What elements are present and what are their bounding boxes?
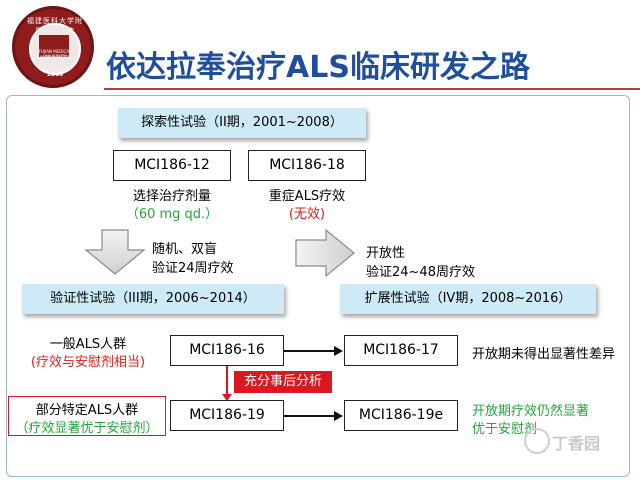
watermark-logo-icon (524, 428, 550, 454)
hospital-building-icon (39, 35, 69, 57)
logo-emblem (29, 23, 81, 75)
connector-19-19e (284, 415, 334, 417)
trial-box-mci186-18: MCI186-18 (248, 150, 366, 181)
down-arrow-icon (84, 229, 146, 275)
phase2-label: 探索性试验（II期，2001~2008） (118, 108, 366, 138)
phase4-label: 扩展性试验（IV期，2008~2016） (340, 284, 596, 314)
transition-right-line2: 验证24~48周疗效 (366, 265, 475, 280)
header-divider (104, 88, 640, 90)
trial-b-desc: 重症ALS疗效 (268, 189, 346, 204)
specific-group-note: （疗效显著优于安慰剂） (15, 421, 159, 436)
trial-a-desc: 选择治疗剂量 (132, 189, 211, 204)
analysis-connector (226, 366, 228, 396)
hospital-logo: 福建医科大学附属协和医院 FUJIAN MEDICAL UNIVERSITY U… (12, 6, 94, 88)
specific-group-frame (8, 396, 166, 436)
transition-right-line1: 开放性 (366, 246, 406, 261)
connector-19-19e-arrowhead (334, 411, 343, 421)
watermark-text: 丁香园 (552, 434, 601, 453)
transition-left-line2: 验证24周疗效 (152, 261, 234, 276)
general-group-result: 开放期未得出显著性差异 (472, 347, 616, 362)
trial-box-mci186-17: MCI186-17 (344, 335, 458, 366)
specific-group-result-line1: 开放期疗效仍然显著 (472, 404, 590, 419)
specific-group-result-line2: 优于安慰剂 (472, 422, 538, 437)
specific-group-label: 部分特定ALS人群 (35, 403, 139, 418)
post-hoc-analysis-label: 充分事后分析 (234, 371, 332, 393)
trial-b-note: (无效) (288, 207, 326, 222)
logo-year: 1860 (46, 71, 64, 78)
trial-a-note: （60 mg qd.） (125, 207, 219, 222)
transition-left-line1: 随机、双盲 (152, 242, 218, 257)
analysis-arrowhead (222, 394, 232, 401)
page-title: 依达拉奉治疗ALS临床研发之路 (106, 50, 530, 85)
logo-line-1: FUJIAN MEDICAL UNIVERSITY (38, 49, 72, 59)
general-group-note: (疗效与安慰剂相当) (30, 355, 146, 370)
right-arrow-icon (295, 228, 355, 278)
trial-box-mci186-19e: MCI186-19e (344, 400, 458, 431)
phase3-label: 验证性试验（III期，2006~2014） (22, 284, 284, 314)
connector-16-17-arrowhead (334, 346, 343, 356)
trial-box-mci186-16: MCI186-16 (170, 335, 284, 366)
general-group-label: 一般ALS人群 (49, 337, 127, 352)
trial-box-mci186-12: MCI186-12 (113, 150, 231, 181)
trial-box-mci186-19: MCI186-19 (170, 400, 284, 431)
connector-16-17 (284, 350, 334, 352)
logo-line-2: UNION HOSPITAL (38, 55, 72, 60)
